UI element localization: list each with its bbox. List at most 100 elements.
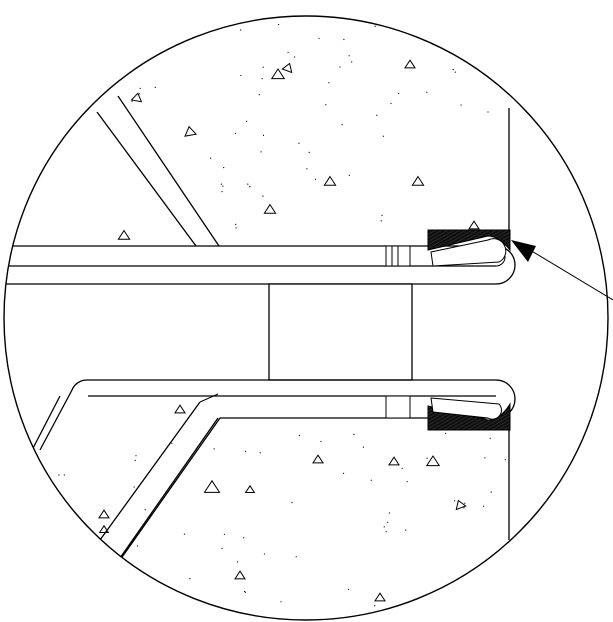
aggregate-speck [243,537,245,539]
aggregate-speck [21,543,23,545]
aggregate-speck [343,472,345,474]
aggregate-triangle [281,62,293,74]
aggregate-speck [221,191,223,193]
aggregate-speck [380,220,382,222]
aggregate-speck [137,545,139,547]
aggregate-speck [482,505,485,507]
aggregate-speck [325,104,327,106]
aggregate-triangle [312,454,324,464]
aggregate-speck [262,66,264,68]
aggregate-speck [240,29,242,31]
aggregate-speck [95,557,97,559]
aggregate-speck [353,433,355,435]
aggregate-speck [362,446,364,448]
aggregate-speck [426,27,428,29]
lower-chamfer-joint [199,393,219,403]
aggregate-speck [171,442,173,444]
aggregate-speck [343,38,345,41]
aggregate-speck [97,542,99,545]
aggregate-speck [502,68,504,70]
aggregate-speck [222,185,224,187]
aggregate-speck [28,81,30,83]
aggregate-speck [328,82,330,84]
leader-line [529,249,613,301]
aggregate-triangle [130,92,143,103]
aggregate-triangle [174,404,186,414]
lower-plate-outer-chamfer [29,395,61,455]
aggregate-speck [401,467,403,469]
aggregate-triangle [404,59,416,69]
aggregate-speck [426,457,428,459]
aggregate-speck [31,94,33,96]
aggregate-speck [262,195,264,197]
aggregate-speck [263,553,265,555]
detail-content [4,19,516,608]
aggregate-speck [454,71,456,73]
aggregate-speck [306,168,308,170]
aggregate-speck [370,479,372,481]
aggregate-speck [151,585,154,588]
center-spacer [268,283,413,381]
aggregate-speck [234,132,236,134]
aggregate-speck [278,23,280,26]
aggregate-speck [454,500,456,502]
aggregate-speck [504,580,506,582]
aggregate-speck [442,37,444,39]
aggregate-speck [81,584,83,586]
aggregate-speck [220,183,222,185]
aggregate-speck [89,88,92,90]
leader-arrowhead [511,240,536,262]
aggregate-speck [406,481,408,483]
aggregate-speck [210,157,212,159]
lower-backer [430,397,502,420]
aggregate-triangle [388,456,400,466]
aggregate-speck [426,91,428,93]
upper-backer [430,238,507,267]
aggregate-speck [308,151,310,153]
aggregate-markings [98,59,480,602]
aggregate-speck [61,47,63,49]
aggregate-speck [244,591,246,593]
aggregate-triangle [455,499,467,511]
aggregate-speck [320,440,322,443]
aggregate-speck [489,437,491,439]
aggregate-speck [387,521,389,524]
aggregate-speck [291,501,293,504]
aggregate-triangle [203,479,221,493]
aggregate-triangle [263,203,277,214]
aggregate-speck [504,459,506,461]
aggregate-triangle [270,68,286,80]
aggregate-triangle [117,229,131,240]
upper-diagonal-outer [96,111,197,247]
aggregate-speck [128,26,130,28]
aggregate-speck [261,78,263,80]
aggregate-speck [490,491,492,493]
aggregate-speck [341,124,343,126]
aggregate-speck [221,547,223,550]
aggregate-speck [458,24,460,26]
aggregate-speck [33,481,35,483]
aggregate-speck [23,512,25,514]
aggregate-speck [382,135,384,137]
aggregate-speck [506,566,509,568]
aggregate-speck [139,87,141,89]
aggregate-speck [245,450,247,452]
aggregate-speck [63,36,65,38]
aggregate-speck [295,556,297,558]
aggregate-speck [405,529,407,531]
aggregate-speck [57,537,60,539]
aggregate-speck [348,55,350,57]
aggregate-speck [259,452,261,454]
aggregate-speck [463,507,465,509]
aggregate-speck [339,66,341,68]
aggregate-speck [298,434,300,437]
aggregate-speck [348,588,350,591]
aggregate-speck [60,58,62,60]
aggregate-speck [131,100,133,102]
aggregate-speck [388,512,390,514]
upper-diagonal-inner [117,95,220,247]
aggregate-speck [460,104,462,106]
aggregate-speck [43,606,46,608]
aggregate-speck [249,186,251,188]
